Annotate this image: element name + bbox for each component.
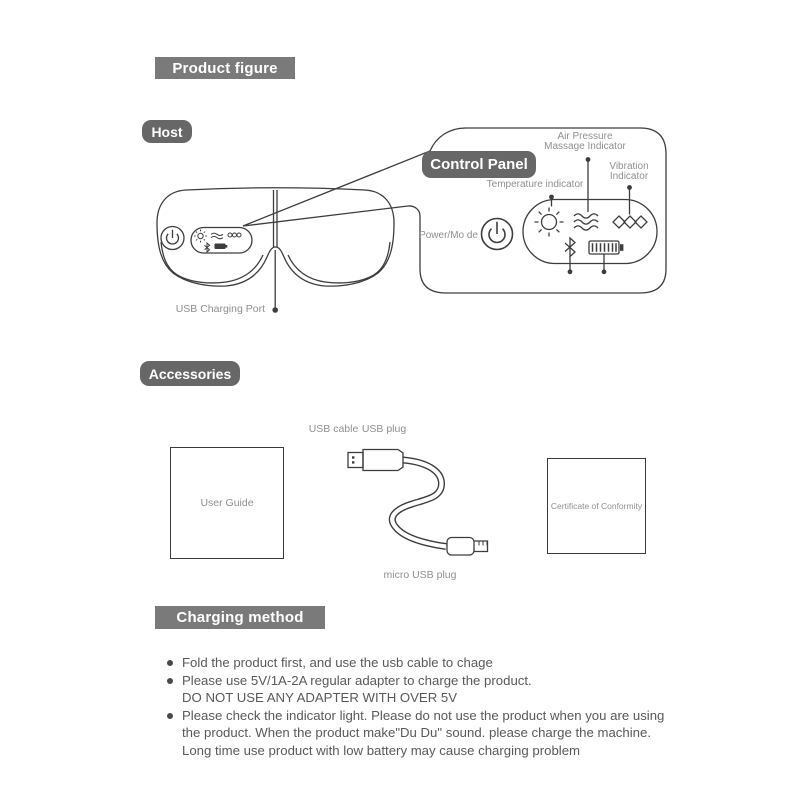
bullet-dot (167, 712, 173, 719)
bullet-item: Please use 5V/1A-2A regular adapter to c… (167, 672, 707, 690)
temperature-sun-icon (534, 207, 564, 237)
device-mini-panel (190, 226, 253, 254)
bullet-text: Long time use product with low battery m… (182, 742, 581, 758)
vibration-diamonds-icon (612, 215, 648, 229)
usb-cable-drawing (347, 448, 489, 556)
vibration-label-line2: Indicator (609, 171, 649, 182)
eye-massager-outline (156, 187, 395, 287)
indicator-panel-pill (522, 198, 658, 265)
host-badge: Host (142, 120, 192, 143)
device-power-icon (160, 225, 185, 251)
indicator-leader-lines (549, 157, 632, 215)
mini-vibration-icon (227, 232, 242, 238)
accessories-badge: Accessories (140, 361, 240, 386)
air-pressure-indicator-label: Air Pressure Massage Indicator (535, 132, 635, 152)
bullet-text: the product. When the product make"Du Du… (182, 725, 651, 741)
section-title-charging-method: Charging method (155, 606, 325, 629)
user-guide-box: User Guide (170, 447, 284, 559)
charging-instructions: Fold the product first, and use the usb … (167, 654, 707, 760)
usb-a-plug (347, 448, 404, 472)
mini-waves-icon (210, 232, 224, 240)
mini-battery-icon (214, 243, 228, 249)
micro-usb-plug (446, 536, 489, 556)
usb-plug-label: USB plug (361, 423, 407, 435)
bullet-text: Please use 5V/1A-2A regular adapter to c… (182, 672, 532, 688)
bullet-item: Please check the indicator light. Please… (167, 707, 707, 725)
usb-charging-port-label: USB Charging Port (175, 303, 265, 315)
usb-cable-label: USB cable (308, 423, 359, 435)
bullet-text: Please check the indicator light. Please… (182, 707, 665, 723)
certificate-label: Certificate of Conformity (550, 501, 643, 511)
bullet-item-continuation: the product. When the product make"Du Du… (167, 724, 707, 742)
air-pressure-label-line1: Air Pressure (557, 131, 613, 142)
bluetooth-icon (564, 236, 576, 275)
air-pressure-label-line2: Massage Indicator (544, 141, 626, 152)
bullet-item-continuation: DO NOT USE ANY ADAPTER WITH OVER 5V (167, 689, 707, 707)
bullet-dot (167, 677, 173, 684)
control-panel-callout-bubble (242, 127, 667, 294)
user-guide-label: User Guide (200, 497, 254, 509)
air-pressure-waves-icon (573, 213, 599, 231)
battery-icon (588, 240, 624, 275)
vibration-label-line1: Vibration (609, 161, 649, 172)
power-icon (480, 217, 514, 251)
bullet-dot (167, 660, 173, 666)
section-title-product-figure: Product figure (155, 57, 295, 79)
bullet-text: DO NOT USE ANY ADAPTER WITH OVER 5V (182, 690, 458, 706)
vibration-indicator-label: Vibration Indicator (597, 162, 661, 182)
bullet-item: Fold the product first, and use the usb … (167, 654, 707, 672)
power-mode-label: Power/Mo de (419, 230, 478, 241)
mini-sun-icon (194, 229, 207, 243)
micro-usb-plug-label: micro USB plug (383, 569, 457, 581)
mini-bluetooth-icon (204, 241, 211, 254)
control-panel-badge: Control Panel (422, 151, 536, 178)
usb-port-leader-line (272, 250, 279, 313)
bullet-item-continuation: Long time use product with low battery m… (167, 742, 707, 760)
certificate-box: Certificate of Conformity (547, 458, 646, 554)
temperature-indicator-label: Temperature indicator (486, 179, 584, 190)
bullet-text: Fold the product first, and use the usb … (182, 655, 493, 670)
